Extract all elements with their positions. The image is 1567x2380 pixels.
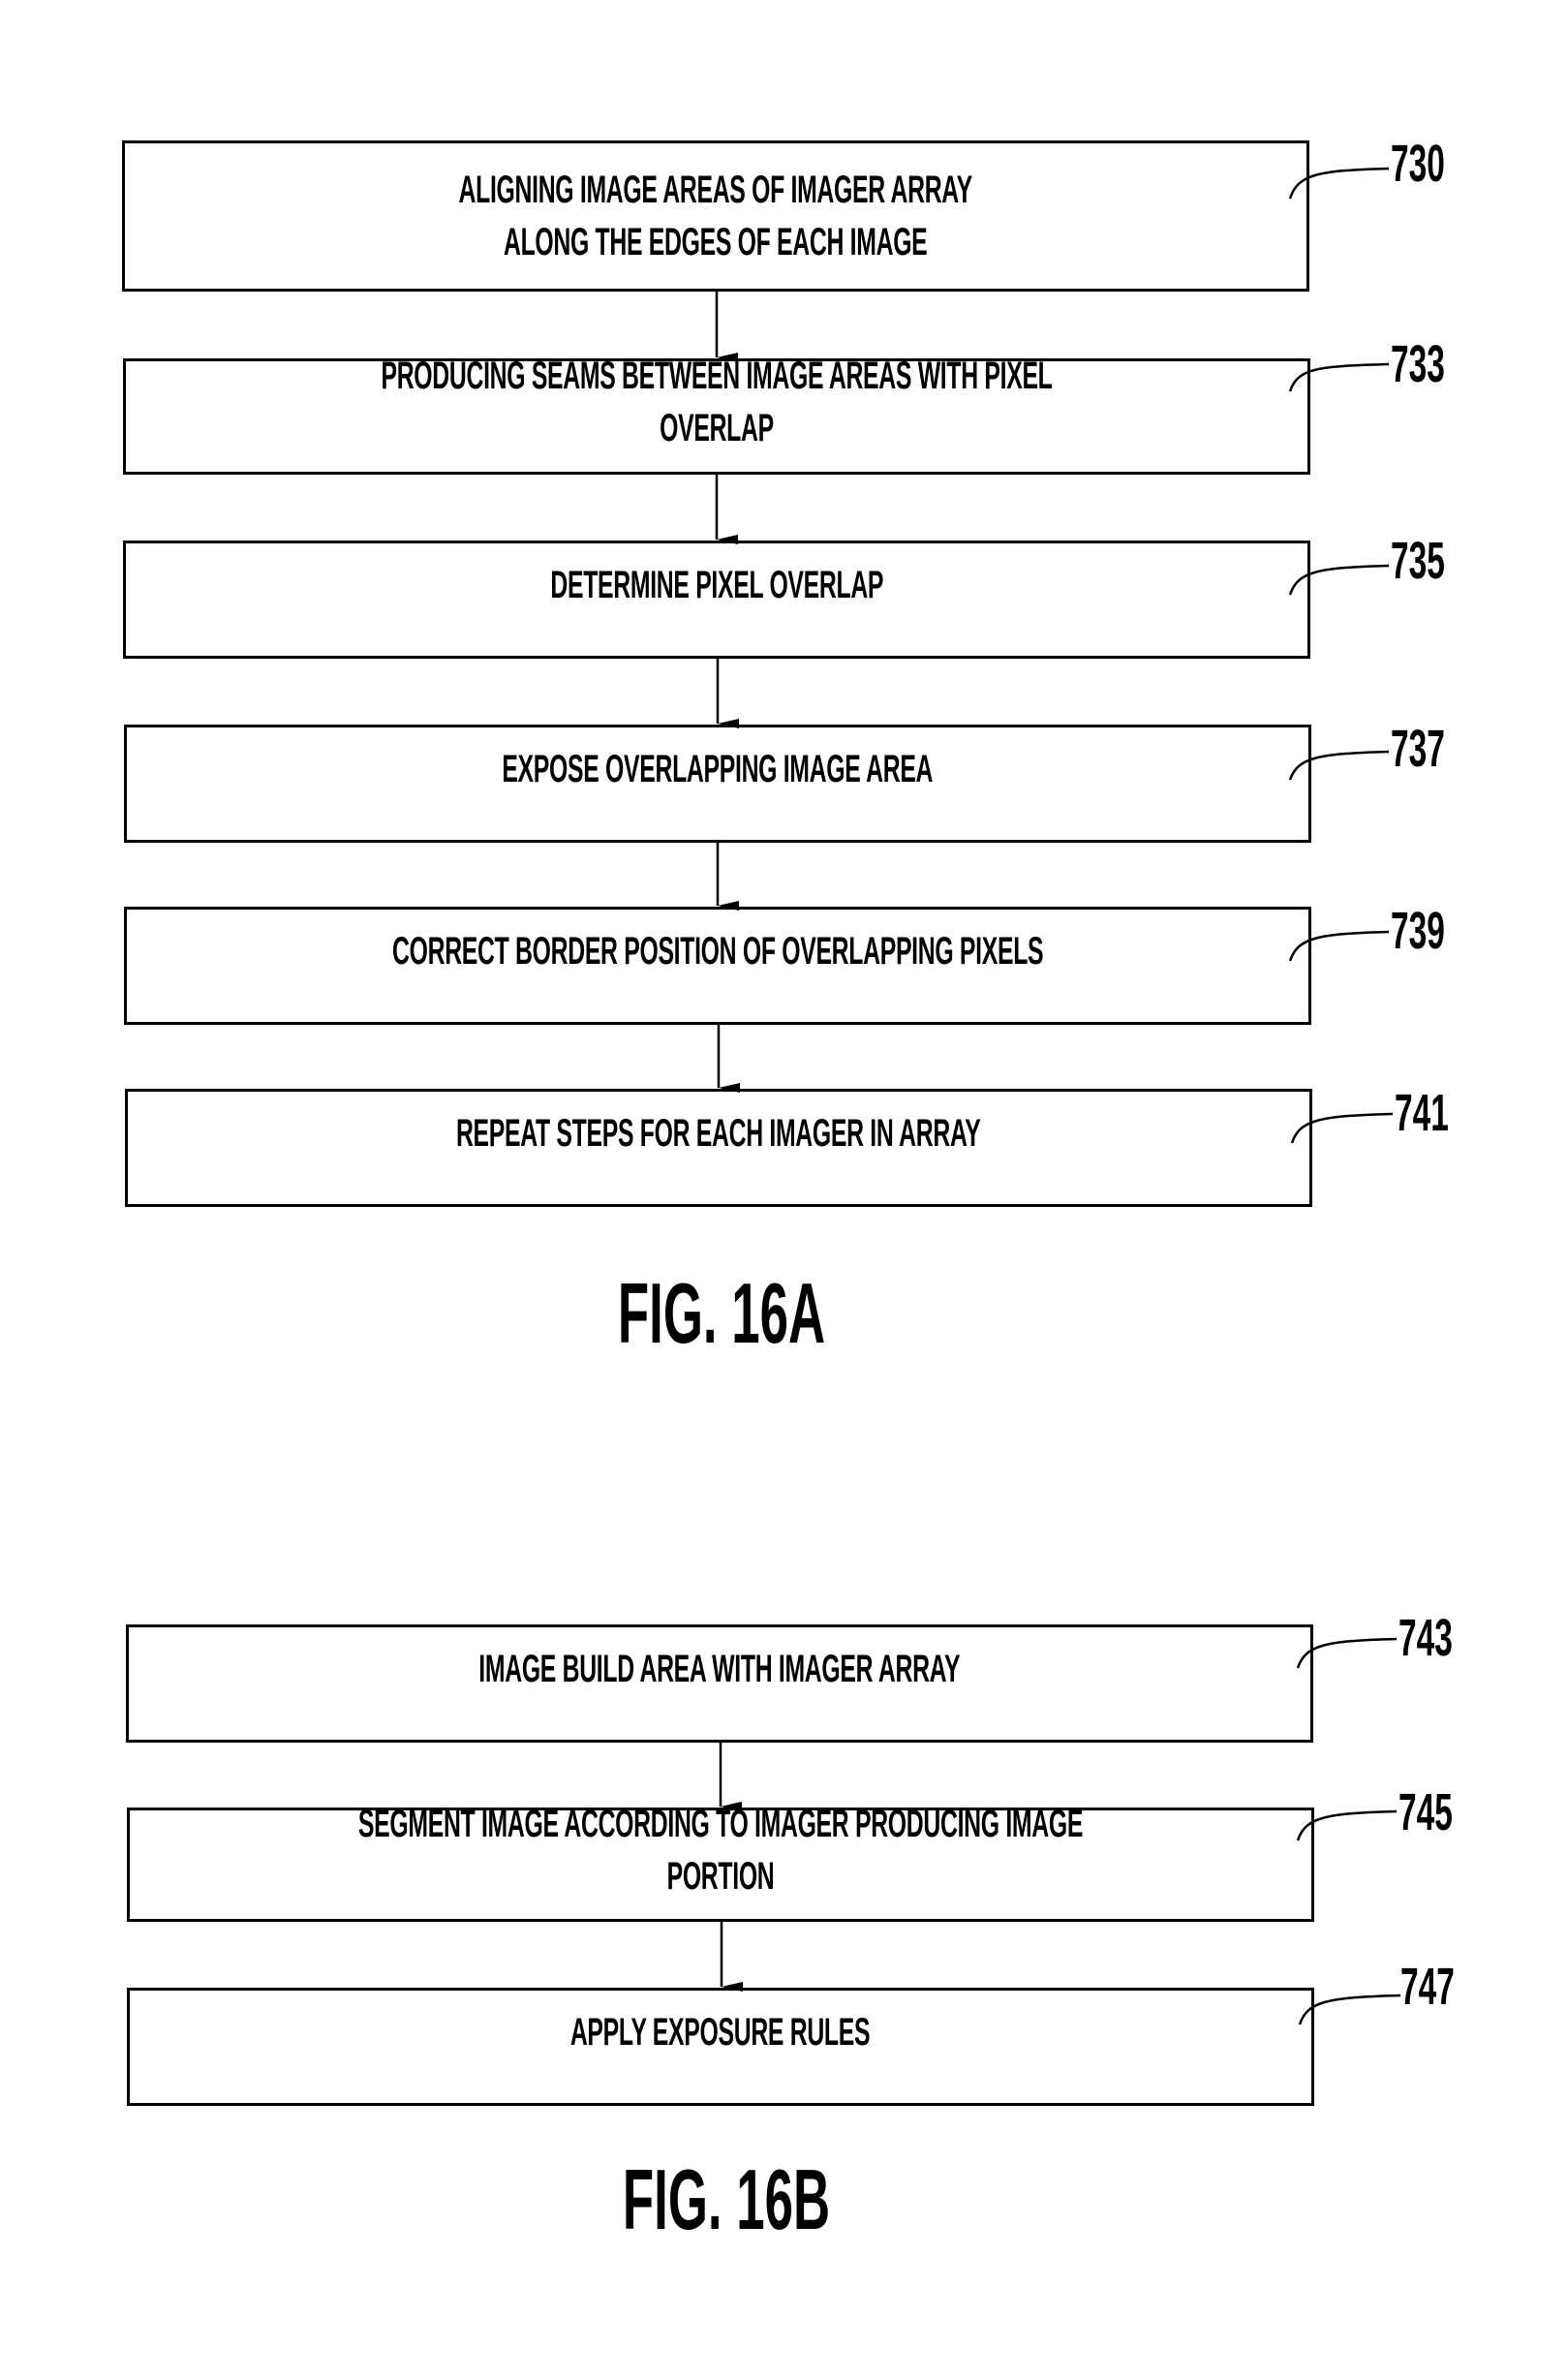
leader-745: [1298, 1811, 1397, 1840]
leader-739: [1290, 932, 1389, 961]
leader-737: [1290, 752, 1389, 780]
leader-743: [1298, 1639, 1397, 1668]
leader-741: [1292, 1114, 1393, 1143]
leader-735: [1290, 566, 1389, 595]
leader-730: [1290, 169, 1389, 199]
leader-733: [1290, 364, 1389, 391]
leader-747: [1300, 1995, 1400, 2025]
